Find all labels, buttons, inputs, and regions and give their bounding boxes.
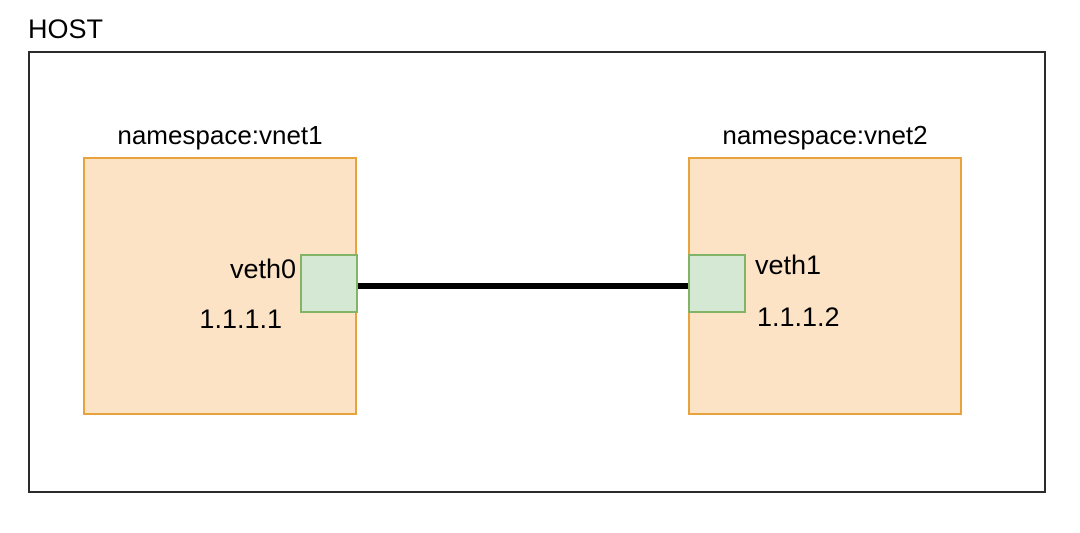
interface-box-veth1 <box>688 254 746 313</box>
namespace-label-vnet1: namespace:vnet1 <box>117 120 323 150</box>
interface-name-veth1: veth1 <box>755 250 822 280</box>
veth-pair-cable <box>356 283 690 289</box>
interface-name-veth0: veth0 <box>229 254 296 284</box>
host-label: HOST <box>28 14 104 44</box>
interface-box-veth0 <box>300 254 358 313</box>
namespace-label-vnet2: namespace:vnet2 <box>722 120 928 150</box>
interface-ip-veth0: 1.1.1.1 <box>199 304 282 334</box>
interface-ip-veth1: 1.1.1.2 <box>757 302 840 332</box>
